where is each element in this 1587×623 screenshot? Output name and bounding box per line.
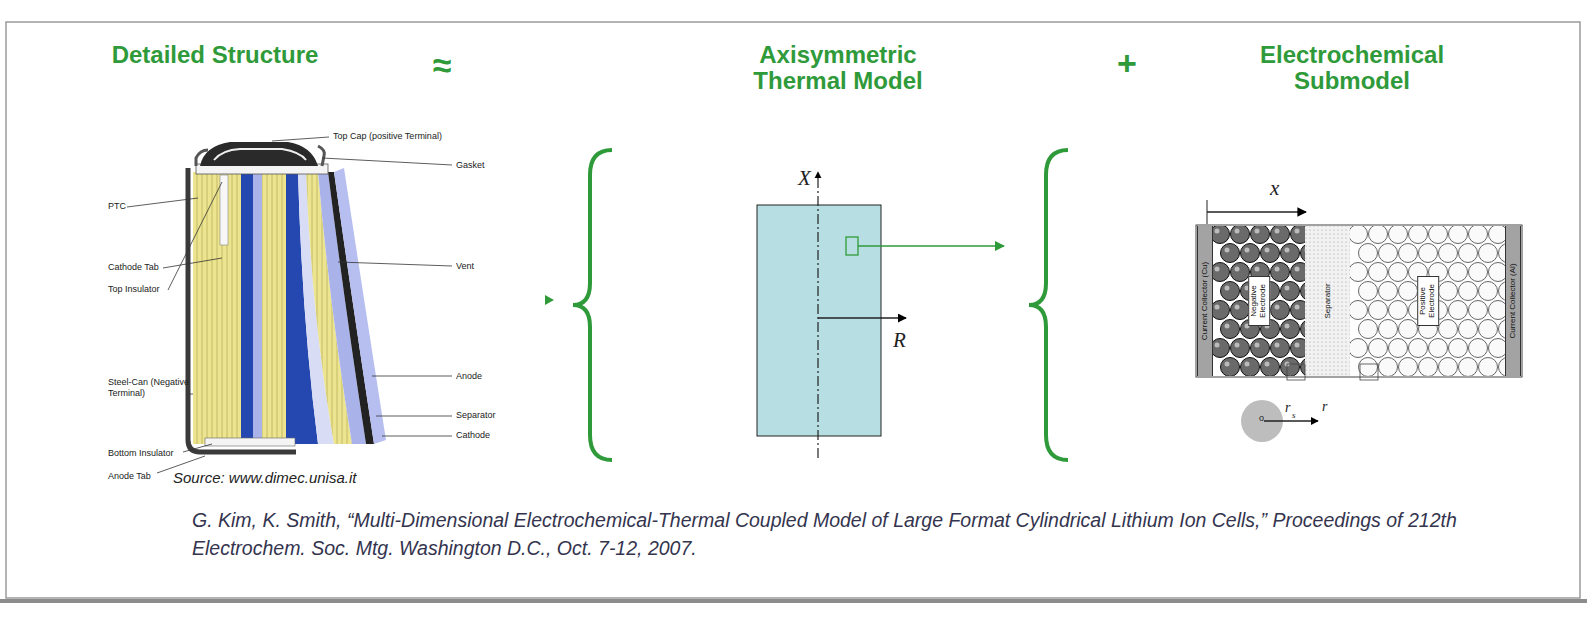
- source-note: Source: www.dimec.unisa.it: [173, 469, 356, 486]
- r-axis: [818, 317, 906, 319]
- negative-electrode: Negative Electrode: [1213, 226, 1305, 376]
- axis-label: X: [798, 166, 811, 191]
- approx-symbol: ≈: [422, 46, 462, 85]
- current-collector: Current Collector (Cu): [1197, 226, 1213, 376]
- current-collector: Current Collector (Al): [1505, 226, 1521, 376]
- part-label: PTC: [108, 201, 126, 211]
- x-axis: [1207, 211, 1306, 213]
- positive-electrode: Positive Electrode: [1350, 226, 1505, 376]
- panel-title: Detailed Structure: [95, 42, 335, 68]
- layer-label: Separator: [1323, 283, 1332, 318]
- zoom-arrow: [858, 245, 1004, 247]
- axis-label: s: [1292, 410, 1296, 420]
- r-axis: [1264, 420, 1318, 421]
- positive-particles: [1350, 226, 1505, 376]
- separator-layer: Separator: [1305, 226, 1350, 376]
- part-label: Anode: [456, 371, 482, 381]
- part-label: Cathode Tab: [108, 262, 159, 272]
- particle-marker: [1360, 364, 1378, 380]
- plus-symbol: +: [1107, 44, 1147, 83]
- layer-label: Current Collector (Cu): [1201, 262, 1210, 340]
- part-label: Top Cap (positive Terminal): [333, 131, 442, 141]
- axis-label: R: [893, 328, 906, 353]
- axis-label: x: [1270, 176, 1279, 201]
- cell-cutaway: [188, 142, 386, 452]
- frame: [6, 22, 1580, 598]
- arrow-head: [545, 295, 554, 305]
- axis-label: o: [1259, 413, 1264, 423]
- bottom-rule: [0, 599, 1587, 603]
- leader-lines: [127, 137, 452, 473]
- particle-marker: [1287, 364, 1305, 380]
- axis-label: r: [1322, 399, 1327, 415]
- layer-label: Current Collector (Al): [1509, 263, 1518, 338]
- layer-label: Positive Electrode: [1417, 276, 1439, 326]
- negative-particles: [1213, 226, 1305, 376]
- brace: [1029, 150, 1068, 460]
- axis-label: r: [1285, 400, 1290, 416]
- part-label: Vent: [456, 261, 474, 271]
- panel-title: Electrochemical Submodel: [1232, 42, 1472, 94]
- citation: G. Kim, K. Smith, “Multi-Dimensional Ele…: [192, 506, 1567, 563]
- x-axis: [817, 172, 818, 458]
- part-label: Gasket: [456, 160, 485, 170]
- layer-label: Negative Electrode: [1248, 276, 1270, 326]
- separator-fill: [1305, 226, 1350, 376]
- cell-domain: [757, 205, 881, 436]
- part-label: Bottom Insulator: [108, 448, 174, 458]
- part-label: Anode Tab: [108, 471, 151, 481]
- brace: [573, 150, 612, 460]
- sample-volume: [846, 237, 858, 255]
- panel-title: Axisymmetric Thermal Model: [718, 42, 958, 94]
- part-label: Cathode: [456, 430, 490, 440]
- part-label: Separator: [456, 410, 496, 420]
- cell-sandwich: [1196, 225, 1522, 377]
- part-label: Steel-Can (Negative Terminal): [108, 377, 208, 399]
- part-label: Top Insulator: [108, 284, 160, 294]
